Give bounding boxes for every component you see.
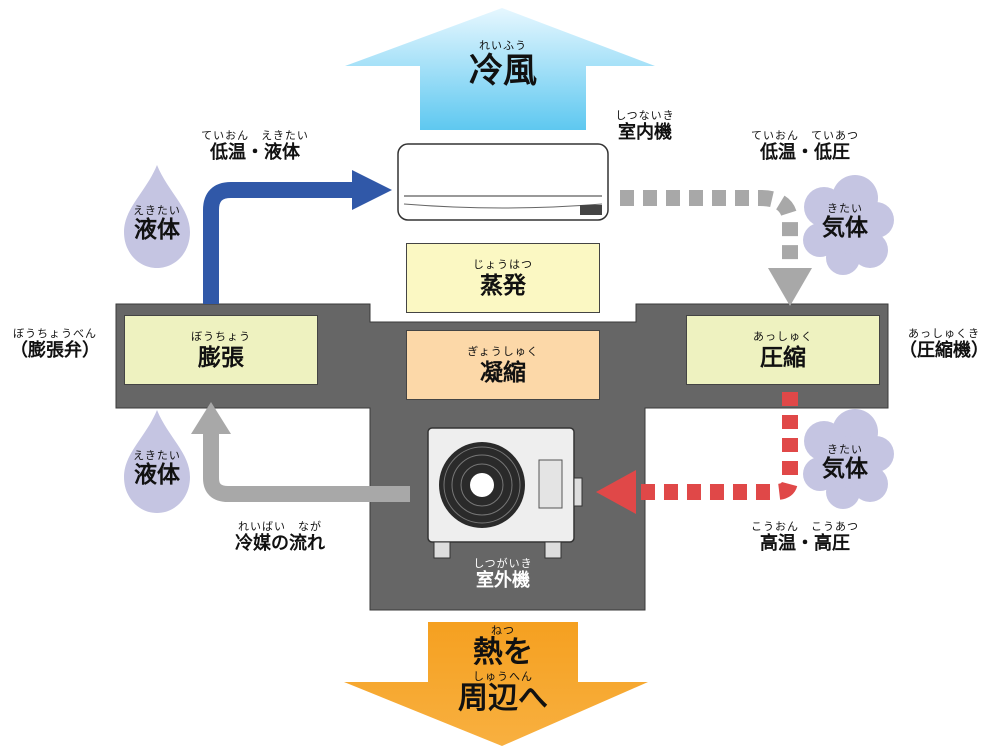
indoor-unit-label: しつないき 室内機 (615, 109, 675, 143)
liquid-drop-label-bottom: えきたい 液体 (133, 449, 181, 488)
high-temp-high-pressure-label: こうおん こうあつ 高温・高圧 (751, 520, 859, 554)
refrigerant-flow-arrow (203, 432, 410, 502)
cold-air-arrow (345, 8, 655, 130)
compression-box: あっしゅく 圧縮 (686, 315, 880, 385)
expansion-box: ぼうちょう 膨張 (124, 315, 318, 385)
indoor-unit-icon (397, 143, 609, 221)
gas-cloud-label-bottom: きたい 気体 (822, 443, 868, 482)
low-temp-liquid-label: ていおん えきたい 低温・液体 (201, 129, 309, 163)
cold-air-label: れいふう 冷風 (469, 39, 537, 91)
condensation-box: ぎょうしゅく 凝縮 (406, 330, 600, 400)
liquid-flow-arrow (203, 182, 352, 304)
outdoor-unit-icon (427, 427, 583, 559)
gas-cloud-icon-bottom (803, 409, 894, 509)
low-temp-low-pressure-label: ていおん ていあつ 低温・低圧 (751, 129, 859, 163)
hot-flow-dashed-arrow (636, 392, 798, 500)
heat-label: ねつ 熱を しゅうへん 周辺へ (458, 624, 548, 716)
expansion-valve-label: ぼうちょうべん （膨張弁） (10, 327, 100, 361)
evaporation-box: じょうはつ 蒸発 (406, 243, 600, 313)
liquid-drop-label-top: えきたい 液体 (133, 204, 181, 243)
gas-cloud-icon-top (803, 175, 894, 275)
outdoor-unit-label: しつがいき 室外機 (473, 557, 533, 591)
heat-arrow (344, 622, 648, 746)
refrigerant-flow-label: れいばい なが 冷媒の流れ (235, 520, 325, 554)
gas-cloud-label-top: きたい 気体 (822, 202, 868, 241)
liquid-drop-icon-bottom (124, 410, 190, 513)
liquid-drop-icon-top (124, 165, 190, 268)
compressor-label: あっしゅくき （圧縮機） (899, 327, 989, 361)
gas-flow-dashed-arrow (620, 190, 798, 266)
